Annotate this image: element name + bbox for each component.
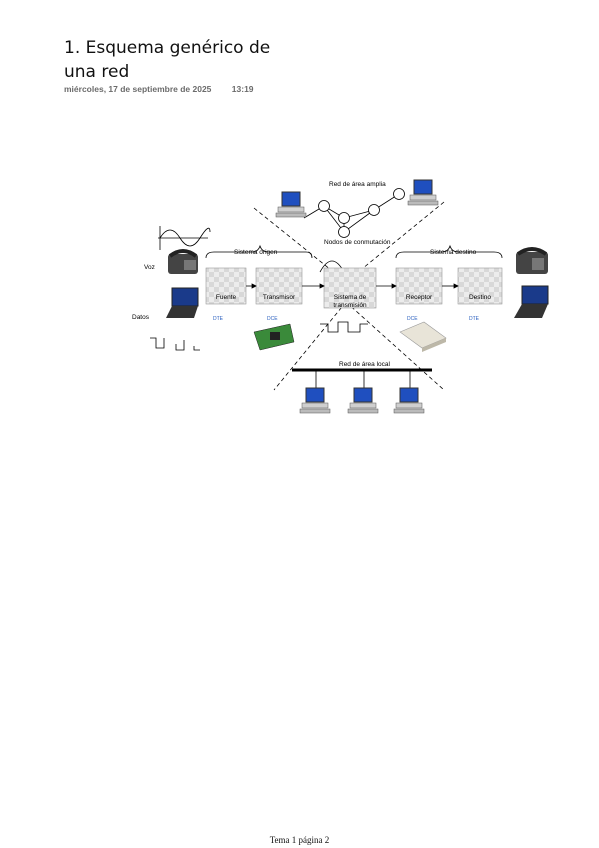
tag-dce-2: DCE bbox=[407, 316, 418, 322]
voice-label: Voz bbox=[144, 264, 155, 271]
wan-label: Red de área amplia bbox=[329, 181, 386, 188]
computer-icon bbox=[275, 191, 307, 218]
computer-icon bbox=[347, 387, 379, 414]
voice-wave bbox=[158, 226, 211, 250]
page-time: 13:19 bbox=[231, 84, 254, 94]
tag-dte-2: DTE bbox=[469, 316, 480, 322]
svg-text:Destino: Destino bbox=[469, 294, 491, 301]
lan-label: Red de área local bbox=[339, 361, 391, 368]
page-title: 1. Esquema genérico de una red bbox=[64, 38, 271, 82]
modem-icon bbox=[399, 321, 447, 352]
block-sistema-transmision: Sistema de transmisión bbox=[323, 267, 377, 309]
laptop-icon bbox=[514, 285, 549, 318]
page-meta: miércoles, 17 de septiembre de 2025 13:1… bbox=[64, 84, 254, 94]
wan-network bbox=[303, 188, 405, 238]
dest-label: Sistema destino bbox=[430, 249, 477, 256]
page-footer: Tema 1 página 2 bbox=[269, 835, 330, 845]
svg-text:transmisión: transmisión bbox=[333, 302, 367, 309]
block-receptor: Receptor bbox=[395, 267, 443, 305]
svg-text:Transmisor: Transmisor bbox=[263, 294, 296, 301]
svg-text:Receptor: Receptor bbox=[406, 294, 433, 301]
switching-label: Nodos de conmutación bbox=[324, 239, 391, 246]
network-card-icon bbox=[253, 323, 295, 351]
flow-arrows bbox=[246, 283, 459, 289]
tag-dce-1: DCE bbox=[267, 316, 278, 322]
block-transmisor: Transmisor bbox=[255, 267, 303, 305]
phone-icon bbox=[516, 247, 548, 274]
data-label: Datos bbox=[132, 314, 150, 321]
computer-icon bbox=[393, 387, 425, 414]
computer-icon bbox=[299, 387, 331, 414]
laptop-icon bbox=[166, 287, 199, 318]
svg-text:Sistema de: Sistema de bbox=[334, 294, 367, 301]
origin-label: Sistema origen bbox=[234, 249, 278, 256]
phone-icon bbox=[168, 249, 198, 274]
network-diagram: Red de área amplia Nodos de conmutación … bbox=[132, 179, 549, 414]
digital-signal bbox=[320, 321, 368, 333]
block-fuente: Fuente bbox=[205, 267, 247, 305]
block-destino: Destino bbox=[457, 267, 503, 305]
tag-dte-1: DTE bbox=[213, 316, 224, 322]
data-signal bbox=[150, 337, 200, 351]
page-date: miércoles, 17 de septiembre de 2025 bbox=[64, 84, 212, 94]
svg-text:Fuente: Fuente bbox=[216, 294, 237, 301]
computer-icon bbox=[407, 179, 439, 206]
